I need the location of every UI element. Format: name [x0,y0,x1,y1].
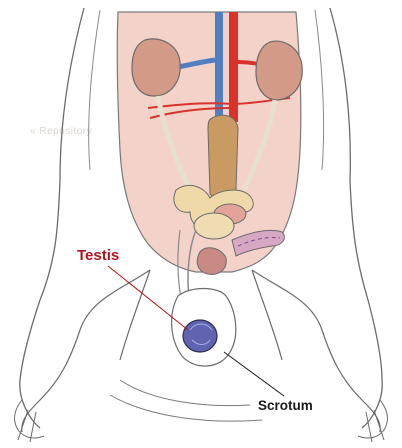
testis [183,320,217,352]
vena-cava [215,12,223,122]
right-foot [358,400,387,442]
colon [208,115,238,199]
aorta [229,12,238,122]
left-foot [15,400,44,442]
epididymis [197,248,226,275]
scrotum-label: Scrotum [258,398,313,413]
bladder [194,213,234,239]
right-kidney [256,41,302,100]
testis-label: Testis [77,247,119,264]
left-kidney [132,39,180,96]
scrotum-leader-line [224,352,284,396]
left-hind-leg [22,270,150,432]
tail-curve [110,380,262,421]
